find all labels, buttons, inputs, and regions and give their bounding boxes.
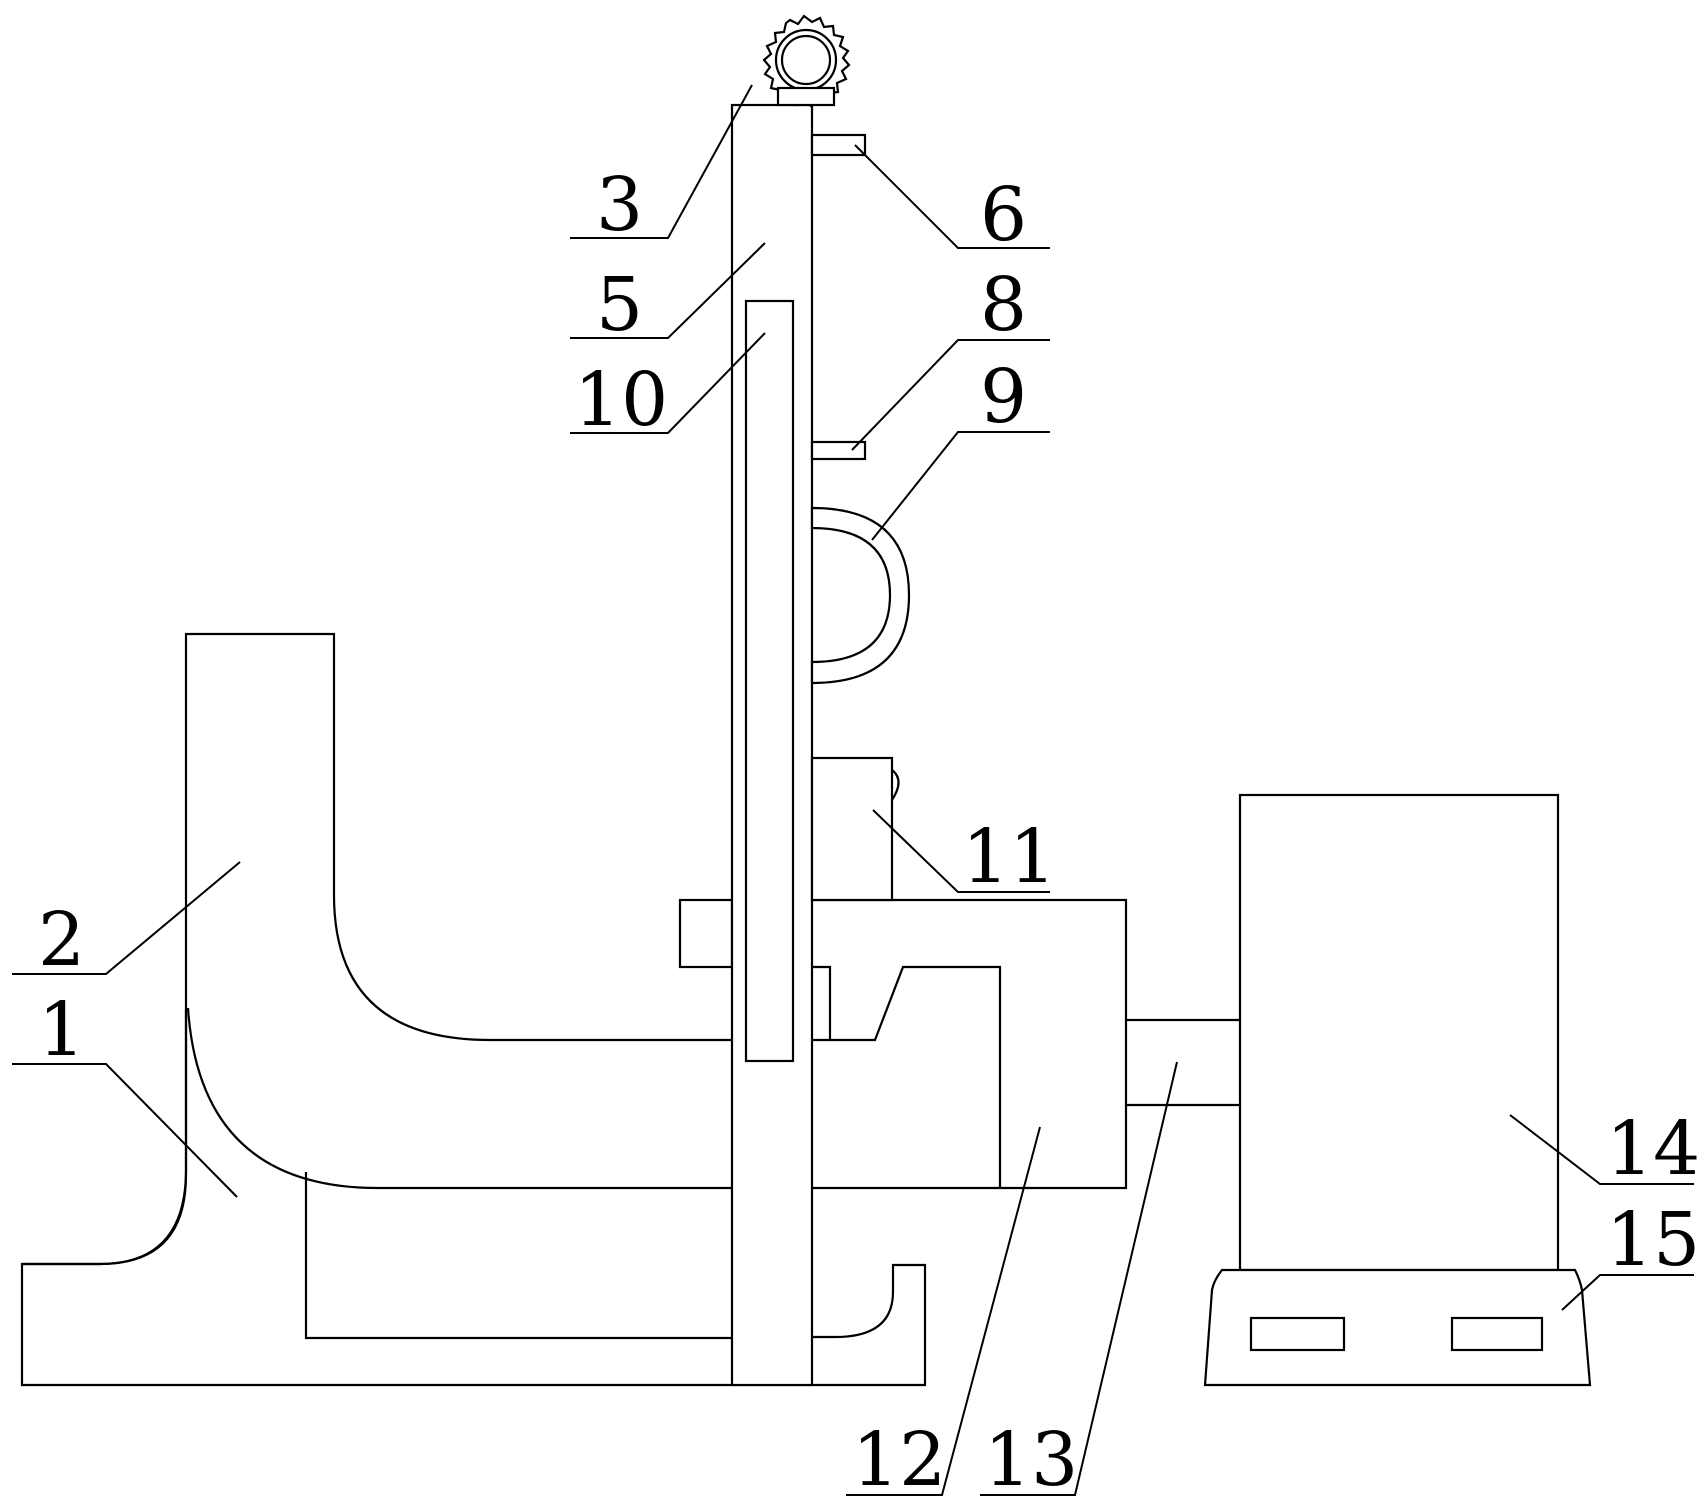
elbow-pipe-inner (186, 1007, 732, 1190)
column-slot (744, 299, 795, 1063)
motor-base (1203, 1268, 1592, 1387)
leader-15 (1561, 1274, 1694, 1311)
label-13: 13 (984, 1417, 1078, 1503)
leader-10 (570, 332, 766, 434)
control-box (810, 756, 894, 902)
label-2: 2 (38, 897, 85, 983)
top-gear-hub (780, 34, 832, 86)
top-gear-mount (776, 86, 836, 107)
base-plate-outline (20, 1008, 927, 1387)
control-box-latch (891, 769, 900, 801)
upper-bracket (810, 133, 867, 157)
leader-2 (12, 861, 241, 975)
leader-6 (854, 144, 1050, 249)
label-15: 15 (1606, 1197, 1700, 1283)
label-9: 9 (980, 354, 1027, 440)
motor-base-slot-right (1450, 1316, 1544, 1352)
leader-1 (12, 1063, 238, 1198)
label-8: 8 (980, 262, 1027, 348)
leader-8 (851, 339, 1050, 451)
label-3: 3 (596, 162, 643, 248)
label-6: 6 (980, 172, 1027, 258)
label-11: 11 (962, 814, 1056, 900)
leader-12 (846, 1126, 1041, 1496)
leader-9 (871, 431, 1050, 541)
label-12: 12 (852, 1417, 946, 1503)
label-5: 5 (596, 262, 643, 348)
handle-ring (810, 506, 911, 685)
base-plate-inner (304, 1172, 732, 1340)
motor-base-slot-left (1249, 1316, 1346, 1352)
leader-14 (1509, 1114, 1694, 1185)
label-14: 14 (1606, 1106, 1700, 1192)
label-1: 1 (38, 987, 85, 1073)
motor-body (1238, 793, 1560, 1272)
leader-3 (570, 84, 753, 239)
label-10: 10 (574, 357, 668, 443)
coupling-shaft (1126, 1018, 1240, 1107)
housing-inner (812, 965, 1002, 1188)
housing-stub (812, 965, 832, 1040)
housing-left-flange (678, 898, 734, 969)
elbow-pipe (184, 632, 732, 1042)
housing (812, 898, 1128, 1190)
leader-13 (980, 1061, 1178, 1496)
leader-11 (872, 809, 1050, 893)
lower-bracket (810, 440, 867, 461)
leader-5 (570, 242, 766, 339)
